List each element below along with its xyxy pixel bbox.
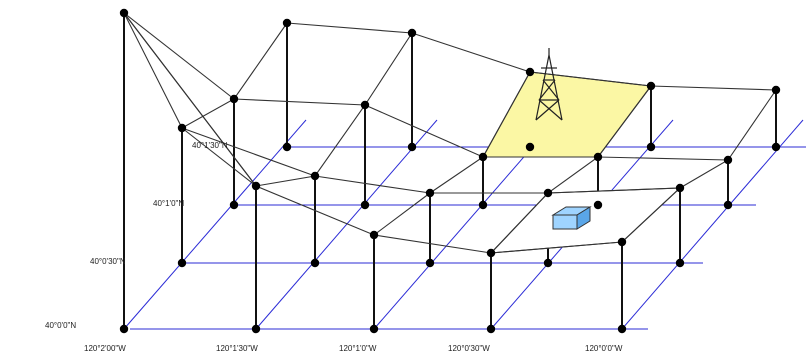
grid-node: [771, 142, 781, 152]
surface-edge: [255, 32, 413, 187]
grid-node: [593, 200, 603, 210]
longitude-labels: 120°2'00"W 120°1'30"W 120°1'0"W 120°0'30…: [84, 344, 623, 353]
tower-patch: [482, 71, 653, 158]
grid-node: [407, 142, 417, 152]
surface-edge: [490, 85, 652, 254]
grid-nodes: [119, 142, 781, 334]
latitude-label: 40°1'30"N: [192, 141, 228, 150]
surface-node: [525, 67, 535, 77]
grid-node: [369, 324, 379, 334]
surface-node: [617, 237, 627, 247]
surface-node: [675, 183, 685, 193]
grid-node: [251, 324, 261, 334]
surface-node: [478, 152, 488, 162]
surface-node: [486, 248, 496, 258]
surface-node: [177, 123, 187, 133]
surface-node: [119, 8, 129, 18]
latitude-label: 40°0'30"N: [90, 257, 126, 266]
latitude-label: 40°1'0"N: [153, 199, 184, 208]
surface-edge: [123, 12, 235, 100]
grid-node: [360, 200, 370, 210]
surface-edge: [181, 127, 257, 187]
grid-node: [543, 258, 553, 268]
longitude-label: 120°2'00"W: [84, 344, 126, 353]
surface-edge: [621, 89, 777, 243]
grid-node: [675, 258, 685, 268]
grid-node: [282, 142, 292, 152]
surface-node: [282, 18, 292, 28]
longitude-label: 120°0'30"W: [448, 344, 490, 353]
poles: [123, 13, 777, 329]
surface-edge: [233, 98, 729, 161]
latitude-labels: 40°1'30"N 40°1'0"N 40°0'30"N 40°0'0"N: [45, 141, 228, 330]
longitude-line: [123, 119, 307, 330]
grid-node: [119, 324, 129, 334]
surface-node: [310, 171, 320, 181]
longitude-label: 120°1'30"W: [216, 344, 258, 353]
longitude-label: 120°0'0"W: [585, 344, 623, 353]
surface-node: [407, 28, 417, 38]
grid-node: [525, 142, 535, 152]
surface-nodes: [119, 8, 781, 258]
grid-node: [425, 258, 435, 268]
grid-node: [646, 142, 656, 152]
surface-edge: [123, 12, 257, 187]
surface-node: [646, 81, 656, 91]
surface-node: [369, 230, 379, 240]
longitude-line: [255, 119, 438, 330]
surface-edge: [373, 71, 531, 236]
grid-node: [723, 200, 733, 210]
surface-edge: [123, 12, 288, 129]
grid-node: [478, 200, 488, 210]
surface-node: [771, 85, 781, 95]
transmission-tower-icon: [535, 48, 563, 121]
surface-node: [593, 152, 603, 162]
surface-node: [360, 100, 370, 110]
base-grid: [123, 119, 806, 330]
surface-node: [723, 155, 733, 165]
latitude-label: 40°0'0"N: [45, 321, 76, 330]
grid-node: [486, 324, 496, 334]
surface-node: [543, 188, 553, 198]
grid-node: [177, 258, 187, 268]
longitude-label: 120°1'0"W: [339, 344, 377, 353]
surface-node: [229, 94, 239, 104]
grid-node: [310, 258, 320, 268]
grid-node: [617, 324, 627, 334]
grid-node: [229, 200, 239, 210]
surface-node: [251, 181, 261, 191]
building-block-icon: [551, 206, 592, 230]
surface-node: [425, 188, 435, 198]
longitude-line: [621, 119, 804, 330]
